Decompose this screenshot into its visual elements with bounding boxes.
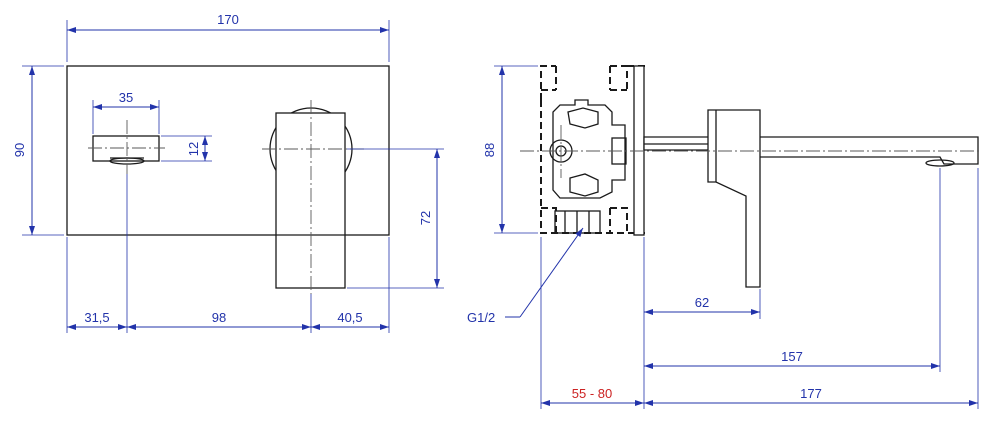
dim-lever-offset-label: 72 bbox=[418, 211, 433, 225]
spout bbox=[643, 136, 979, 165]
dim-middle-label: 98 bbox=[212, 310, 226, 325]
dim-handle-width-label: 35 bbox=[119, 90, 133, 105]
side-view bbox=[520, 65, 980, 288]
front-view bbox=[66, 65, 390, 294]
dim-width-label: 170 bbox=[217, 12, 239, 27]
dim-right-label: 40,5 bbox=[337, 310, 362, 325]
lever-handle-profile bbox=[707, 109, 761, 288]
dim-left-label: 31,5 bbox=[84, 310, 109, 325]
thread-label: G1/2 bbox=[467, 310, 495, 325]
dim-install-depth-label: 55 - 80 bbox=[572, 386, 612, 401]
front-view-dimensions: 170 90 35 12 72 31,5 98 40,5 bbox=[12, 12, 444, 333]
concealed-box-outline bbox=[540, 65, 645, 234]
side-view-dimensions: 88 G1/2 62 157 55 - 80 177 bbox=[467, 65, 979, 409]
dim-body-height-label: 88 bbox=[482, 143, 497, 157]
wall-plate-profile bbox=[633, 65, 645, 236]
small-handle bbox=[92, 135, 160, 162]
mixer-lever bbox=[275, 112, 346, 289]
dim-total-label: 177 bbox=[800, 386, 822, 401]
dim-lever-depth-label: 62 bbox=[695, 295, 709, 310]
wall-plate bbox=[66, 65, 390, 236]
valve-body bbox=[552, 99, 626, 199]
dim-spout-projection-label: 157 bbox=[781, 349, 803, 364]
dim-handle-height-label: 12 bbox=[186, 142, 201, 156]
dim-height-label: 90 bbox=[12, 143, 27, 157]
